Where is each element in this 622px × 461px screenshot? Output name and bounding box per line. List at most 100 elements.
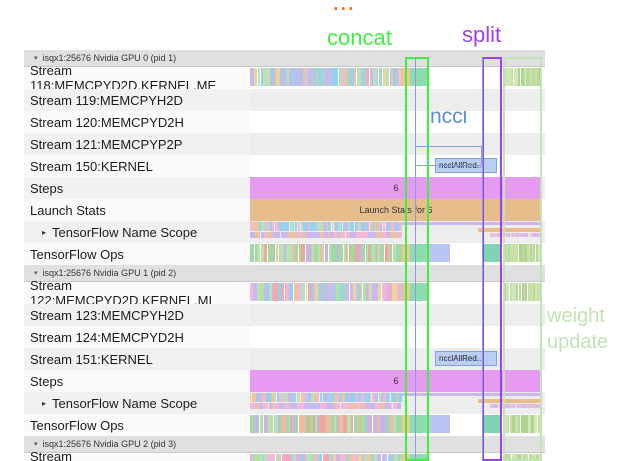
trace-slice <box>388 244 390 262</box>
timeline-track[interactable] <box>250 414 545 436</box>
trace-slice <box>299 415 302 433</box>
trace-slice <box>522 283 524 301</box>
timeline-row[interactable]: Stream 124:MEMCPYD2H <box>24 326 545 348</box>
timeline-track[interactable]: Launch Stats for 6 <box>250 199 545 221</box>
trace-slice <box>306 393 309 402</box>
trace-slice <box>310 403 314 409</box>
timeline-track[interactable] <box>250 221 545 243</box>
group-header-0[interactable]: ▾ isqx1:25676 Nvidia GPU 0 (pid 1) <box>24 50 545 67</box>
trace-slice <box>538 404 541 408</box>
trace-slice <box>539 454 540 461</box>
timeline-row[interactable]: TensorFlow Ops <box>24 243 545 265</box>
timeline-row[interactable]: Stream 123:MEMCPYH2D <box>24 304 545 326</box>
trace-slice <box>372 244 375 262</box>
chevron-down-icon[interactable]: ▾ <box>34 269 38 277</box>
timeline-track[interactable]: ncclAllRed... <box>250 348 545 370</box>
trace-slice <box>349 244 350 262</box>
trace-slice <box>535 283 537 301</box>
trace-slice <box>330 454 332 461</box>
timeline-track[interactable] <box>250 282 545 304</box>
ncclallreduce-block[interactable]: ncclAllRed... <box>435 158 497 173</box>
trace-slice <box>301 222 303 231</box>
timeline-row[interactable]: ▸TensorFlow Name Scope <box>24 392 545 414</box>
trace-slice <box>393 393 396 402</box>
timeline-row[interactable]: TensorFlow Ops <box>24 414 545 436</box>
trace-slice <box>260 454 263 461</box>
trace-slice <box>325 283 327 301</box>
trace-slice <box>259 222 261 231</box>
trace-slice <box>290 222 293 231</box>
trace-slice <box>289 403 293 409</box>
trace-slice <box>338 222 341 231</box>
trace-slice <box>276 68 280 86</box>
timeline-row[interactable]: Stream 122:MEMCPYD2D,KERNEL,MI <box>24 278 545 308</box>
timeline-track[interactable] <box>250 111 545 133</box>
timeline-track[interactable] <box>250 392 545 414</box>
weight-update-line1: weight <box>547 305 605 327</box>
group-header-2[interactable]: ▾isqx1:25676 Nvidia GPU 2 (pid 3) <box>24 436 545 453</box>
timeline-row[interactable]: Stream 126:MEMCPYD2D,KERNEL,MI <box>24 449 545 461</box>
trace-slice <box>337 454 340 461</box>
trace-slice <box>391 222 392 231</box>
trace-slice <box>311 232 314 238</box>
trace-slice <box>252 393 254 402</box>
trace-slice <box>505 404 506 408</box>
trace-slice <box>344 244 346 262</box>
ncclallreduce-block[interactable]: ncclAllRed... <box>435 351 497 366</box>
timeline-track[interactable] <box>250 453 545 461</box>
trace-block <box>410 415 429 433</box>
trace-slice <box>529 68 531 86</box>
chevron-down-icon[interactable]: ▾ <box>34 54 38 62</box>
trace-slice <box>282 454 286 461</box>
trace-slice <box>301 283 305 301</box>
chevron-right-icon[interactable]: ▸ <box>42 398 47 408</box>
trace-slice <box>334 244 337 262</box>
group-header-1[interactable]: ▾isqx1:25676 Nvidia GPU 1 (pid 2) <box>24 265 545 282</box>
trace-slice <box>334 415 336 433</box>
trace-slice <box>365 232 368 238</box>
trace-slice <box>390 244 392 262</box>
trace-slice <box>328 393 331 402</box>
trace-slice <box>257 283 260 301</box>
timeline-row[interactable]: Stream 121:MEMCPYP2P <box>24 133 545 155</box>
trace-slice <box>525 404 528 408</box>
trace-viewer-panel[interactable]: ▾isqx1:25676 Nvidia GPU 0 (pid 1)Stream … <box>24 50 545 461</box>
trace-slice <box>367 415 371 433</box>
timeline-row[interactable]: Stream 120:MEMCPYD2H <box>24 111 545 133</box>
trace-block <box>410 454 429 461</box>
timeline-track[interactable] <box>250 243 545 265</box>
chevron-down-icon[interactable]: ▾ <box>34 440 38 448</box>
timeline-track[interactable] <box>250 67 545 89</box>
timeline-track[interactable] <box>250 304 545 326</box>
timeline-track[interactable] <box>250 89 545 111</box>
timeline-row-label: Launch Stats <box>24 199 250 221</box>
row-label-text: Stream 124:MEMCPYD2H <box>30 329 184 345</box>
trace-slice <box>250 454 252 461</box>
trace-slice <box>351 393 353 402</box>
timeline-track[interactable]: 6 <box>250 177 545 199</box>
group-header-label: isqx1:25676 Nvidia GPU 0 (pid 1) <box>42 53 177 63</box>
timeline-track[interactable] <box>250 133 545 155</box>
timeline-track[interactable] <box>250 326 545 348</box>
trace-slice <box>274 393 276 402</box>
trace-slice <box>250 68 251 86</box>
timeline-track[interactable]: 6 <box>250 370 545 392</box>
timeline-row[interactable]: Stream 118:MEMCPYD2D,KERNEL,ME <box>24 63 545 93</box>
chevron-right-icon[interactable]: ▸ <box>42 227 47 237</box>
timeline-row[interactable]: Stream 119:MEMCPYH2D <box>24 89 545 111</box>
timeline-track[interactable]: ncclAllRed... <box>250 155 545 177</box>
trace-slice <box>495 404 497 408</box>
trace-slice <box>540 68 542 86</box>
trace-slice <box>511 68 513 86</box>
trace-slice <box>395 454 398 461</box>
timeline-row[interactable]: ▸TensorFlow Name Scope <box>24 221 545 243</box>
trace-slice <box>535 68 537 86</box>
trace-slice <box>271 454 275 461</box>
trace-slice <box>491 404 493 408</box>
trace-slice <box>317 415 319 433</box>
